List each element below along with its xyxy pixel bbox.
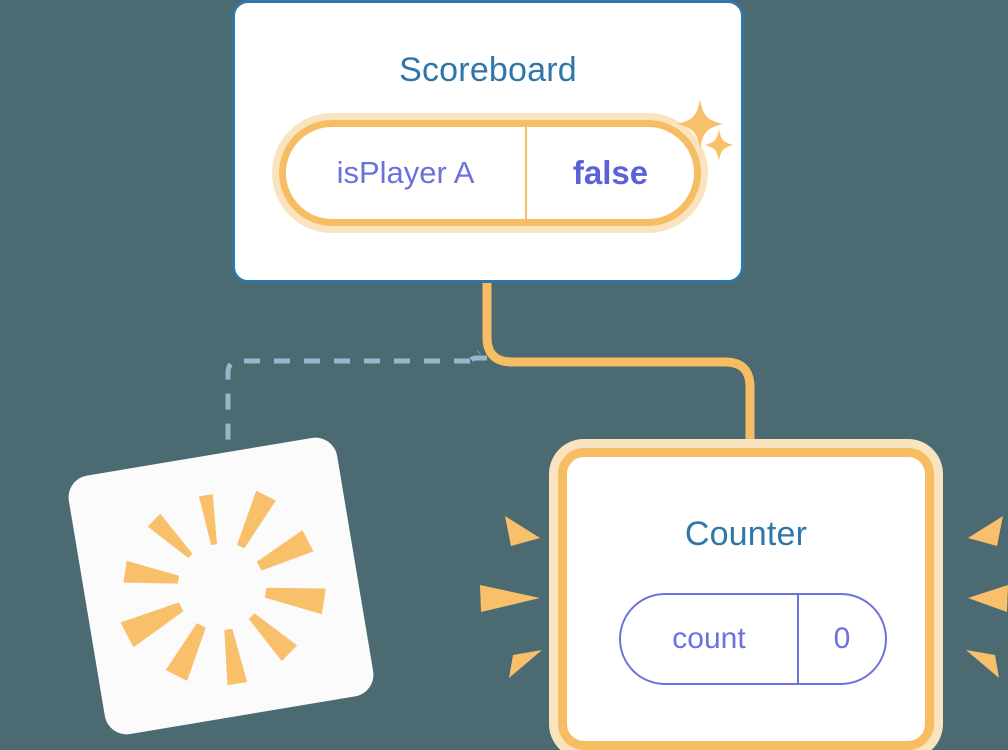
connector-scoreboard-to-counter <box>482 283 755 455</box>
counter-property-value: 0 <box>833 622 851 655</box>
scoreboard-property-value: false <box>572 154 649 191</box>
counter-burst-right <box>966 516 1008 678</box>
sparkle-small-icon <box>705 129 733 161</box>
counter-card[interactable]: Counter count 0 <box>558 448 934 750</box>
scoreboard-card[interactable]: Scoreboard isPlayer A false <box>232 0 744 283</box>
blank-card-starburst <box>120 490 326 686</box>
counter-property-key: count <box>621 595 799 683</box>
blank-card[interactable] <box>65 434 377 738</box>
counter-burst-left <box>480 516 542 678</box>
connector-scoreboard-to-blank-card <box>225 350 487 470</box>
scoreboard-card-title: Scoreboard <box>399 51 577 89</box>
counter-card-title: Counter <box>684 515 808 553</box>
counter-property-pill[interactable]: count 0 <box>619 593 887 685</box>
scoreboard-property-pill[interactable]: isPlayer A false <box>279 120 701 226</box>
sparkle-large-icon <box>677 99 723 149</box>
scoreboard-property-key: isPlayer A <box>286 127 527 219</box>
